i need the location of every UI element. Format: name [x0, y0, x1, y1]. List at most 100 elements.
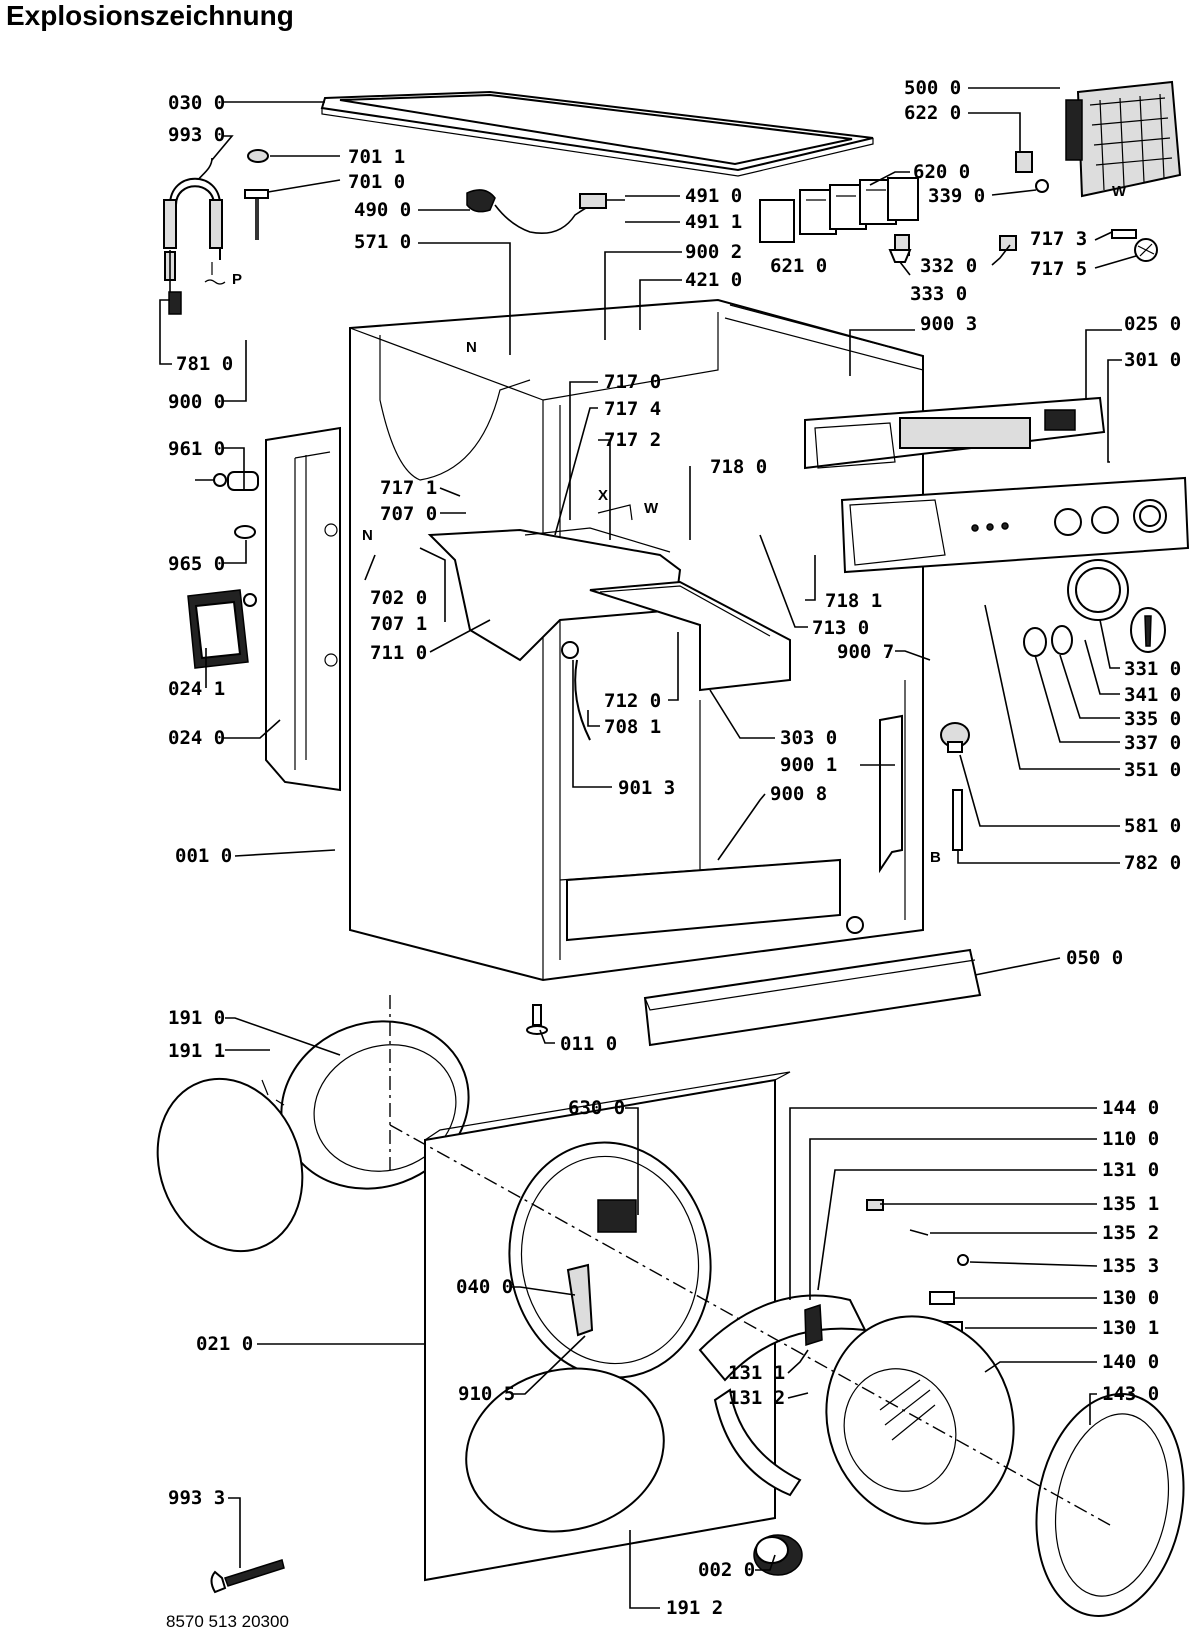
callout-965-0: 965 0 [168, 553, 225, 575]
marker-w-board: W [1112, 183, 1127, 200]
callout-717-3: 717 3 [1030, 228, 1087, 250]
knobs [1023, 559, 1166, 657]
marker-n-left: N [362, 527, 373, 544]
marker-x: X [598, 487, 608, 504]
callout-002-0: 002 0 [698, 1559, 755, 1581]
callout-040-0: 040 0 [456, 1276, 513, 1298]
callout-491-0: 491 0 [685, 185, 742, 207]
pump-cap [753, 1534, 803, 1576]
callout-993-3: 993 3 [168, 1487, 225, 1509]
callout-707-1: 707 1 [370, 613, 427, 635]
front-control-panel [840, 476, 1190, 574]
document-number: 8570 513 20300 [166, 1612, 289, 1631]
callout-707-0: 707 0 [380, 503, 437, 525]
callout-621-0: 621 0 [770, 255, 827, 277]
callout-110-0: 110 0 [1102, 1128, 1159, 1150]
cabinet [349, 298, 924, 982]
callout-717-5: 717 5 [1030, 258, 1087, 280]
callout-303-0: 303 0 [780, 727, 837, 749]
callout-130-1: 130 1 [1102, 1317, 1159, 1339]
door-bellows [156, 1020, 470, 1253]
callout-143-0: 143 0 [1102, 1383, 1159, 1405]
callout-901-3: 901 3 [618, 777, 675, 799]
pump-small-parts [187, 471, 259, 669]
detergent-dispenser [427, 504, 791, 741]
callout-701-0: 701 0 [348, 171, 405, 193]
callout-labels: 030 0 993 0 701 1 701 0 490 0 571 0 491 … [168, 77, 1181, 1619]
callout-781-0: 781 0 [176, 353, 233, 375]
callout-135-1: 135 1 [1102, 1193, 1159, 1215]
callout-140-0: 140 0 [1102, 1351, 1159, 1373]
letter-markers: P N N X W W B [232, 183, 1127, 866]
callout-717-1: 717 1 [380, 477, 437, 499]
callout-011-0: 011 0 [560, 1033, 617, 1055]
callout-581-0: 581 0 [1124, 815, 1181, 837]
callout-622-0: 622 0 [904, 102, 961, 124]
callout-337-0: 337 0 [1124, 732, 1181, 754]
callout-130-0: 130 0 [1102, 1287, 1159, 1309]
callout-135-2: 135 2 [1102, 1222, 1159, 1244]
callout-491-1: 491 1 [685, 211, 742, 233]
top-lid [320, 90, 874, 177]
callout-024-0: 024 0 [168, 727, 225, 749]
callout-571-0: 571 0 [354, 231, 411, 253]
callout-131-1: 131 1 [728, 1362, 785, 1384]
marker-w-dispenser: W [644, 500, 659, 517]
callout-024-1: 024 1 [168, 678, 225, 700]
marker-n-top: N [466, 339, 477, 356]
callout-993-0: 993 0 [168, 124, 225, 146]
callout-001-0: 001 0 [175, 845, 232, 867]
callout-030-0: 030 0 [168, 92, 225, 114]
callout-702-0: 702 0 [370, 587, 427, 609]
callout-490-0: 490 0 [354, 199, 411, 221]
small-electronic-parts [888, 151, 1158, 263]
electronic-relays [759, 177, 919, 243]
callout-717-0: 717 0 [604, 371, 661, 393]
part-drawings [156, 80, 1190, 1618]
door-outer-ring [1035, 1392, 1185, 1618]
inlet-hoses [163, 157, 226, 315]
callout-900-2: 900 2 [685, 241, 742, 263]
callout-900-8: 900 8 [770, 783, 827, 805]
hinge-parts [866, 1199, 969, 1335]
diagram-title: Explosionszeichnung [6, 0, 294, 31]
marker-p: P [232, 271, 242, 288]
callout-900-1: 900 1 [780, 754, 837, 776]
callout-500-0: 500 0 [904, 77, 961, 99]
callout-191-2: 191 2 [666, 1597, 723, 1619]
callout-900-7: 900 7 [837, 641, 894, 663]
callout-331-0: 331 0 [1124, 658, 1181, 680]
callout-717-4: 717 4 [604, 398, 661, 420]
callout-900-0: 900 0 [168, 391, 225, 413]
callout-717-2: 717 2 [604, 429, 661, 451]
callout-910-5: 910 5 [458, 1383, 515, 1405]
callout-712-0: 712 0 [604, 690, 661, 712]
callout-025-0: 025 0 [1124, 313, 1181, 335]
pressure-switch [940, 722, 970, 851]
callout-718-0: 718 0 [710, 456, 767, 478]
callout-333-0: 333 0 [910, 283, 967, 305]
callout-339-0: 339 0 [928, 185, 985, 207]
callout-191-1: 191 1 [168, 1040, 225, 1062]
callout-135-3: 135 3 [1102, 1255, 1159, 1277]
bracket [879, 714, 903, 874]
callout-718-1: 718 1 [825, 590, 882, 612]
callout-421-0: 421 0 [685, 269, 742, 291]
control-panel-frame [804, 396, 1106, 470]
callout-708-1: 708 1 [604, 716, 661, 738]
callout-335-0: 335 0 [1124, 708, 1181, 730]
callout-713-0: 713 0 [812, 617, 869, 639]
callout-961-0: 961 0 [168, 438, 225, 460]
callout-050-0: 050 0 [1066, 947, 1123, 969]
callout-341-0: 341 0 [1124, 684, 1181, 706]
callout-782-0: 782 0 [1124, 852, 1181, 874]
callout-711-0: 711 0 [370, 642, 427, 664]
door-seal-ring [465, 1294, 867, 1533]
plinth [643, 948, 982, 1047]
callout-620-0: 620 0 [913, 161, 970, 183]
callout-301-0: 301 0 [1124, 349, 1181, 371]
wrench-tool [210, 1559, 285, 1594]
callout-144-0: 144 0 [1102, 1097, 1159, 1119]
callout-332-0: 332 0 [920, 255, 977, 277]
